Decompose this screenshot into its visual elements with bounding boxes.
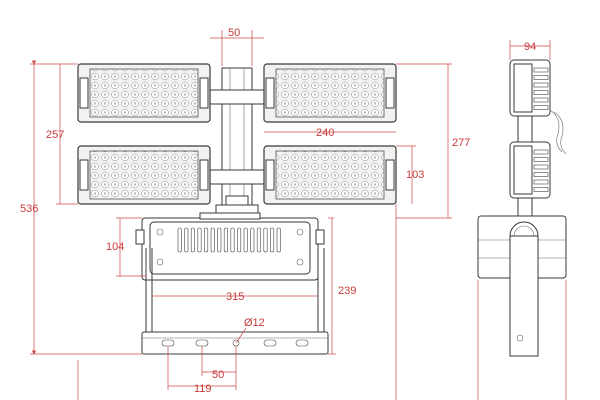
dim-right-height: 277 (452, 137, 470, 149)
dimension-labels: 50 257 536 277 240 103 104 239 315 Ø12 5… (20, 27, 536, 395)
led-panel-bottom-left (77, 145, 211, 205)
dim-lower-panel-height: 103 (406, 169, 424, 181)
dim-hole-spacing-a: 50 (212, 369, 224, 381)
dim-hole-spacing-b: 119 (194, 383, 212, 395)
front-view (77, 63, 397, 355)
led-panel-bottom-right (263, 145, 397, 205)
dim-panel-spacing: 240 (316, 127, 334, 139)
dim-bracket-height: 239 (338, 285, 356, 297)
dim-side-depth: 94 (524, 41, 536, 53)
dim-total-height: 536 (20, 203, 38, 215)
side-view (477, 59, 567, 357)
lower-clamp (205, 169, 269, 185)
dim-box-width: 315 (226, 291, 244, 303)
upper-clamp (205, 89, 269, 105)
u-bracket (141, 248, 329, 355)
driver-box (135, 212, 325, 281)
led-panel-top-right (263, 63, 397, 123)
dim-hole-diameter: Ø12 (244, 317, 265, 329)
side-bracket-arm (509, 235, 539, 357)
dim-top-center-gap: 50 (228, 27, 240, 39)
dim-panel-height: 257 (46, 129, 64, 141)
led-panel-top-left (77, 63, 211, 123)
dim-box-height: 104 (106, 241, 124, 253)
dimension-lines (30, 30, 567, 400)
